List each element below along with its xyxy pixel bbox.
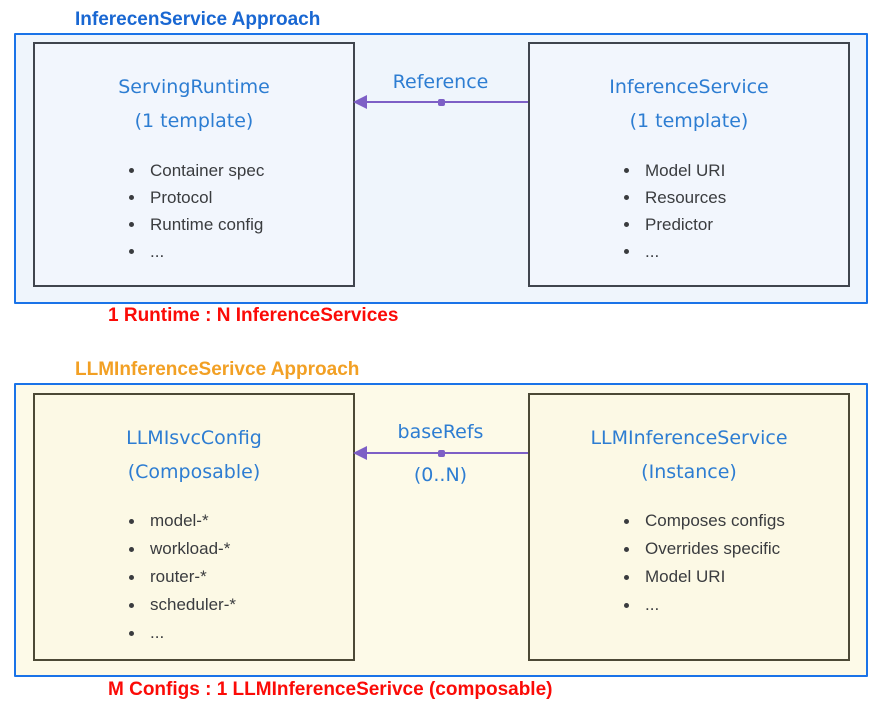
list-item: Overrides specific <box>530 535 848 563</box>
serving-runtime-box: ServingRuntime (1 template) Container sp… <box>33 42 355 287</box>
list-item: Predictor <box>530 211 848 238</box>
list-item: Resources <box>530 184 848 211</box>
arrow-head-left-icon <box>353 95 367 109</box>
box-subtitle-line: (1 template) <box>134 110 254 132</box>
baserefs-arrow <box>353 446 528 460</box>
list-item: ... <box>35 619 353 647</box>
list-item: model-* <box>35 507 353 535</box>
section1-title: InferecenService Approach <box>75 9 321 30</box>
box-subtitle-line: (Composable) <box>127 461 261 483</box>
llm-isvc-config-bullet-list: model-* workload-* router-* scheduler-* … <box>35 507 353 647</box>
llm-isvc-config-box: LLMIsvcConfig (Composable) model-* workl… <box>33 393 355 661</box>
list-item: Model URI <box>530 563 848 591</box>
list-item: Protocol <box>35 184 353 211</box>
baserefs-arrow-label: baseRefs <box>397 421 484 443</box>
serving-runtime-box-title: ServingRuntime (1 template) <box>35 70 353 138</box>
list-item: ... <box>530 591 848 619</box>
inference-service-box: InferenceService (1 template) Model URI … <box>528 42 850 287</box>
section1-caption: 1 Runtime : N InferenceServices <box>108 305 399 326</box>
box-title-line: InferenceService <box>609 76 769 98</box>
arrow-midpoint-dot <box>437 99 445 106</box>
reference-arrow-label: Reference <box>392 71 489 93</box>
box-subtitle-line: (1 template) <box>629 110 749 132</box>
list-item: scheduler-* <box>35 591 353 619</box>
list-item: Runtime config <box>35 211 353 238</box>
box-subtitle-line: (Instance) <box>641 461 737 483</box>
box-title-line: LLMIsvcConfig <box>126 427 262 449</box>
reference-arrow <box>353 95 528 109</box>
inference-service-bullet-list: Model URI Resources Predictor ... <box>530 157 848 265</box>
llm-inference-service-box: LLMInferenceService (Instance) Composes … <box>528 393 850 661</box>
arrow-head-left-icon <box>353 446 367 460</box>
section2-title: LLMInferenceSerivce Approach <box>75 359 360 380</box>
llm-inference-service-box-title: LLMInferenceService (Instance) <box>530 421 848 489</box>
serving-runtime-bullet-list: Container spec Protocol Runtime config .… <box>35 157 353 265</box>
baserefs-arrow-sublabel: (0..N) <box>413 464 468 486</box>
list-item: workload-* <box>35 535 353 563</box>
list-item: Composes configs <box>530 507 848 535</box>
llm-isvc-config-box-title: LLMIsvcConfig (Composable) <box>35 421 353 489</box>
section2-caption: M Configs : 1 LLMInferenceSerivce (compo… <box>108 679 553 700</box>
arrow-midpoint-dot <box>437 450 445 457</box>
list-item: Container spec <box>35 157 353 184</box>
list-item: Model URI <box>530 157 848 184</box>
list-item: ... <box>530 238 848 265</box>
list-item: router-* <box>35 563 353 591</box>
box-title-line: ServingRuntime <box>118 76 270 98</box>
arrow-line <box>364 452 528 454</box>
box-title-line: LLMInferenceService <box>590 427 788 449</box>
arrow-line <box>364 101 528 103</box>
list-item: ... <box>35 238 353 265</box>
inference-service-box-title: InferenceService (1 template) <box>530 70 848 138</box>
llm-inference-service-bullet-list: Composes configs Overrides specific Mode… <box>530 507 848 619</box>
